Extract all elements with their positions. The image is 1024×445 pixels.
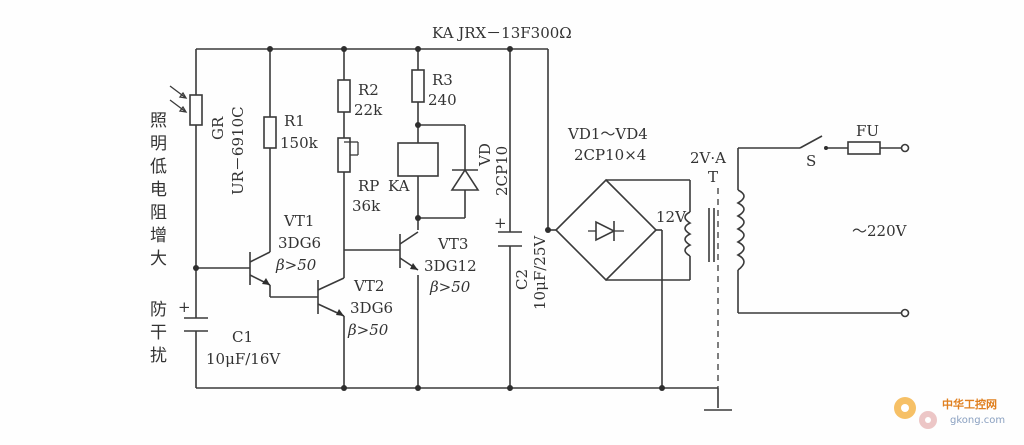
transformer-rating-label: 2V·A xyxy=(690,149,726,167)
r3-name-label: R3 xyxy=(432,71,453,89)
junction-dots xyxy=(193,46,665,391)
vt2-beta-label: β>50 xyxy=(347,321,389,339)
svg-text:防: 防 xyxy=(150,300,167,320)
fuse-fu xyxy=(847,141,881,155)
watermark-text: 中华工控网 xyxy=(942,397,997,411)
relay-title-label: KA JRX－13F300Ω xyxy=(432,24,572,42)
bridge-rectifier xyxy=(554,178,658,282)
c2-name-label: C2 xyxy=(513,269,531,290)
rp-name-label: RP xyxy=(358,177,379,195)
vd-name-label: VD xyxy=(476,143,494,167)
secondary-voltage-label: 12V xyxy=(656,208,687,226)
transistor-vt1 xyxy=(249,251,271,286)
capacitor-c1 xyxy=(184,317,208,332)
svg-text:增: 增 xyxy=(150,226,167,246)
c1-name-label: C1 xyxy=(232,328,253,346)
c2-value-label: 10μF/25V xyxy=(531,235,549,310)
sensor-side-text: 照 明 低 电 阻 增 大 xyxy=(150,111,167,269)
svg-text:干: 干 xyxy=(150,323,167,343)
vt1-name-label: VT1 xyxy=(283,212,314,230)
svg-text:低: 低 xyxy=(150,157,167,177)
c1-side-text: 防 干 扰 xyxy=(150,300,167,366)
r3-value-label: 240 xyxy=(428,91,457,109)
mains-voltage-label: ～220V xyxy=(852,222,908,240)
switch-label: S xyxy=(806,152,816,170)
rp-value-label: 36k xyxy=(352,197,381,215)
potentiometer-rp xyxy=(337,137,351,173)
wires xyxy=(195,48,902,411)
vt3-name-label: VT3 xyxy=(437,235,468,253)
svg-text:照: 照 xyxy=(150,111,167,131)
watermark-url: gkong.com xyxy=(950,415,1005,426)
transformer-t xyxy=(684,189,745,271)
switch-s xyxy=(799,135,828,150)
svg-text:大: 大 xyxy=(150,249,167,269)
vt3-beta-label: β>50 xyxy=(429,278,471,296)
svg-text:电: 电 xyxy=(150,180,167,200)
relay-coil-label: KA xyxy=(388,177,410,195)
r2-value-label: 22k xyxy=(354,101,383,119)
r1-value-label: 150k xyxy=(280,134,319,152)
watermark-logo: 中华工控网 gkong.com xyxy=(894,397,1005,429)
mains-terminal-bottom xyxy=(900,308,910,318)
r2-name-label: R2 xyxy=(358,81,379,99)
capacitor-c2 xyxy=(498,231,522,247)
mains-terminal-top xyxy=(900,143,910,153)
vd-model-label: 2CP10 xyxy=(493,146,511,196)
bridge-model-label: 2CP10×4 xyxy=(574,146,646,164)
transformer-name-label: T xyxy=(708,168,718,186)
sensor-model-label: UR－6910C xyxy=(229,106,247,195)
r1-name-label: R1 xyxy=(284,112,305,130)
svg-text:明: 明 xyxy=(150,134,167,154)
photoresistor-gr xyxy=(169,85,203,126)
vt1-beta-label: β>50 xyxy=(275,256,317,274)
transistor-vt3 xyxy=(399,231,419,271)
resistor-r1 xyxy=(263,116,277,149)
bridge-name-label: VD1～VD4 xyxy=(567,125,648,143)
fuse-label: FU xyxy=(856,122,879,140)
vt2-model-label: 3DG6 xyxy=(350,299,393,317)
c2-plus-label: + xyxy=(494,214,507,232)
sensor-name-label: GR xyxy=(209,116,227,140)
resistor-r3 xyxy=(411,69,425,103)
resistor-r2 xyxy=(337,79,351,113)
c1-value-label: 10μF/16V xyxy=(206,350,281,368)
c1-plus-label: + xyxy=(178,298,191,316)
transistor-vt2 xyxy=(317,250,345,317)
vt3-model-label: 3DG12 xyxy=(424,257,477,275)
svg-text:扰: 扰 xyxy=(150,346,167,366)
svg-text:阻: 阻 xyxy=(150,203,167,223)
relay-coil-ka xyxy=(397,142,439,177)
diode-vd xyxy=(450,155,480,191)
vt2-name-label: VT2 xyxy=(353,277,384,295)
vt1-model-label: 3DG6 xyxy=(278,234,321,252)
